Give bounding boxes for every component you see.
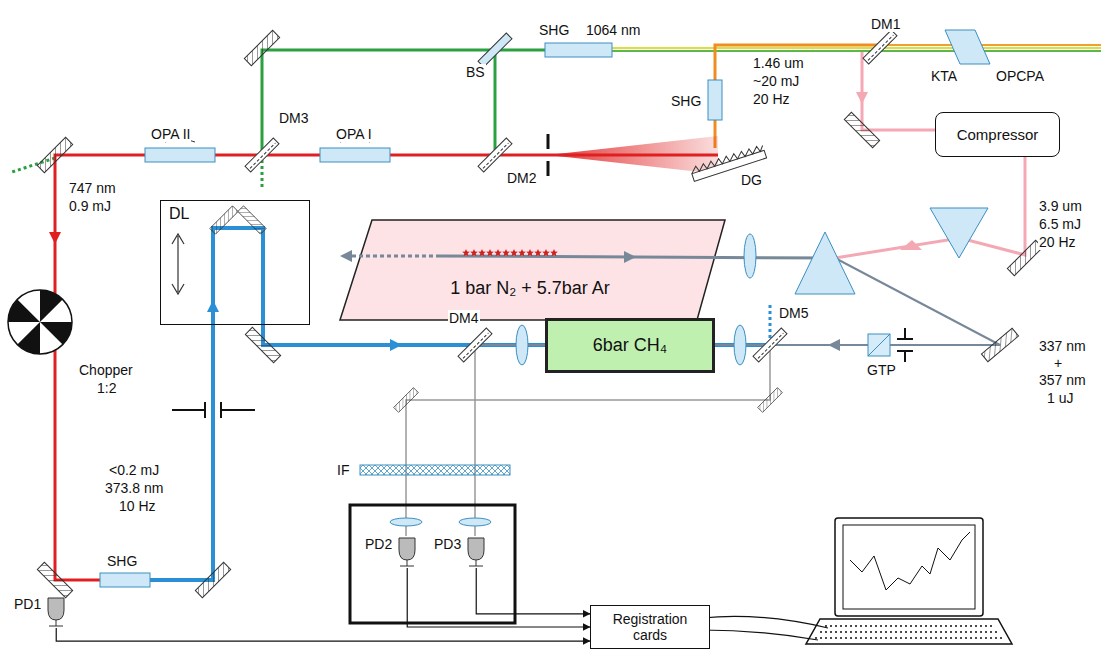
component-label: 6.5 mJ [1038, 216, 1082, 232]
node-label: Registration cards [591, 609, 709, 645]
photodiode: PD2 [365, 536, 418, 568]
photodiode-symbol [465, 536, 487, 568]
component-label: SHG [538, 22, 570, 38]
node-label: 1 bar N₂ + 5.7bar Ar [335, 220, 725, 299]
signal-wire [476, 568, 590, 614]
component-label: DM1 [870, 16, 902, 32]
node-label: PD2 [365, 536, 392, 552]
node-label: PD3 [434, 536, 461, 552]
photodiode-symbol [396, 536, 418, 568]
component-label: DM2 [506, 170, 538, 186]
photodiode-symbol [45, 596, 67, 628]
node-label: 6bar CH₄ [587, 333, 673, 358]
signal-wire [56, 628, 590, 641]
component-label: 0.9 mJ [68, 198, 112, 214]
component-label: 20 Hz [752, 91, 791, 107]
component-label: 3.9 um [1038, 198, 1083, 214]
component-label: 1:2 [96, 380, 117, 396]
component-label: DM3 [278, 110, 310, 126]
component-label: KTA [930, 68, 958, 84]
registration-box: Registration cards [590, 605, 710, 649]
component-label: 1.46 um [752, 55, 805, 71]
component-label: BS [465, 64, 486, 80]
component-label: Chopper [78, 362, 134, 378]
gas-cell: 1 bar N₂ + 5.7bar Ar [335, 220, 725, 320]
signal-wire [407, 568, 590, 627]
component-label: OPA I [335, 126, 373, 142]
component-label: SHG [670, 93, 702, 109]
component-label: 373.8 nm [104, 480, 164, 496]
delay-line-box: DL [160, 200, 310, 325]
component-label: OPCPA [995, 68, 1045, 84]
photodiode: PD3 [434, 536, 487, 568]
component-label: 10 Hz [118, 498, 157, 514]
component-label: DG [740, 172, 763, 188]
component-label: OPA II [150, 126, 191, 142]
component-label: <0.2 mJ [108, 462, 160, 478]
compressor-box: Compressor [935, 112, 1060, 157]
node-label: PD1 [14, 596, 41, 612]
node-label: Compressor [951, 124, 1045, 145]
component-label: IF [336, 462, 350, 478]
component-label: GTP [866, 362, 897, 378]
methane-cell: 6bar CH₄ [545, 318, 715, 373]
component-label: 1 uJ [1046, 390, 1074, 406]
component-label: ~20 mJ [752, 73, 800, 89]
component-label: 20 Hz [1038, 234, 1077, 250]
component-label: 1064 nm [585, 22, 641, 38]
component-label: 357 nm [1038, 372, 1087, 388]
component-label: DM5 [778, 305, 810, 321]
component-label: DM4 [448, 310, 480, 326]
component-label: + [1053, 355, 1063, 371]
component-label: 337 nm [1038, 338, 1087, 354]
component-label: 747 nm [68, 180, 117, 196]
component-label: SHG [106, 553, 138, 569]
node-label: DL [161, 201, 197, 227]
photodiode: PD1 [14, 596, 67, 628]
